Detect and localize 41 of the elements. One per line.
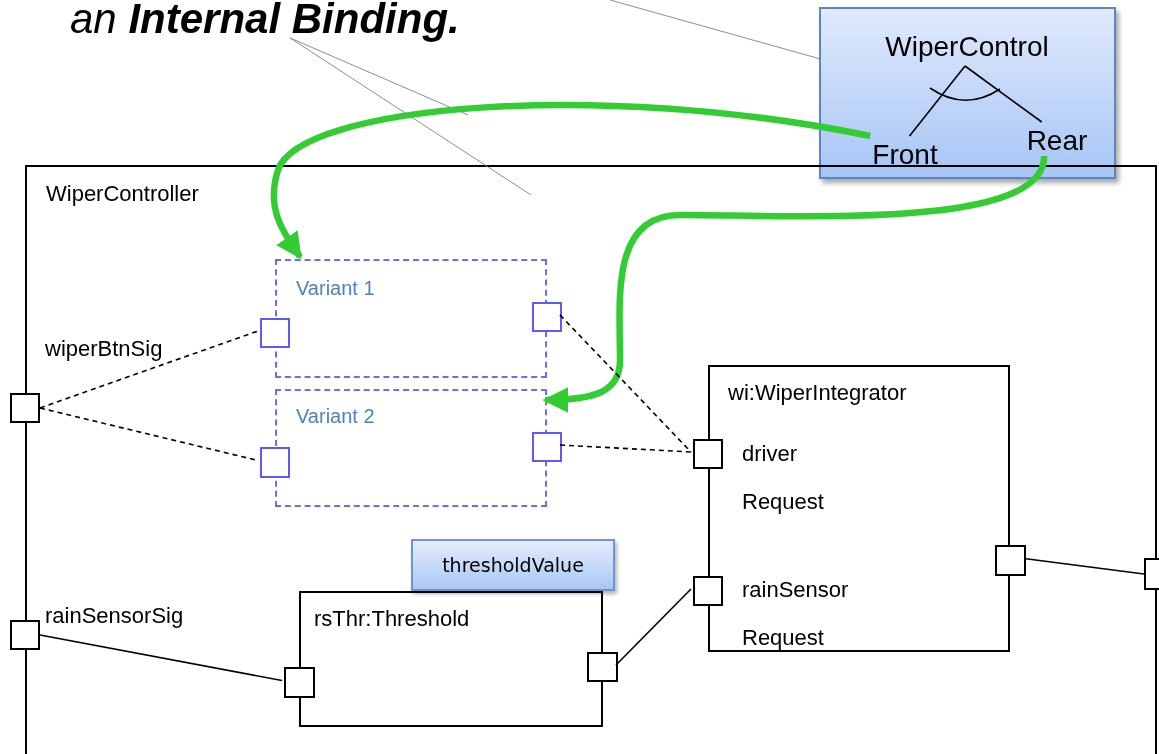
connector-line [615, 588, 692, 666]
box-title: WiperController [46, 181, 199, 207]
port-square [10, 393, 40, 423]
port-square [532, 432, 562, 462]
connector-line [1023, 557, 1145, 575]
port-label: rainSensorSig [45, 603, 184, 629]
port-square [587, 652, 618, 682]
leader-line [609, 0, 820, 60]
port-square [693, 576, 723, 606]
connector-line [964, 65, 1043, 123]
feature-label: WiperControl [870, 30, 1064, 68]
port-label: rainSensor Request [742, 576, 850, 652]
box-title: wi:WiperIntegrator [728, 380, 907, 406]
component-box [299, 591, 603, 727]
port-square [995, 545, 1026, 576]
feature-label: Rear [1018, 124, 1096, 158]
box-title: Variant 1 [296, 276, 375, 301]
port-square [532, 302, 562, 332]
feature-box [819, 7, 1116, 179]
port-square [284, 667, 315, 698]
title-text: an Internal Binding. [70, 0, 461, 44]
parameter-tag: thresholdValue [411, 539, 615, 591]
leader-line [289, 37, 469, 116]
dashed-connector [559, 444, 692, 453]
arrow [270, 102, 871, 260]
connector-line [908, 65, 966, 137]
port-label: wiperBtnSig [45, 336, 163, 362]
port-square [260, 447, 290, 478]
component-box [25, 165, 1157, 754]
dashed-connector [559, 314, 692, 453]
port-square [10, 620, 40, 650]
port-square [693, 439, 723, 469]
port-square [260, 318, 290, 348]
component-box [708, 365, 1010, 652]
box-title: Variant 2 [296, 404, 375, 429]
dashed-connector [39, 330, 259, 409]
leader-line [289, 37, 532, 196]
connector-line [39, 634, 283, 682]
port-label: driver Request [742, 440, 825, 516]
box-title: rsThr:Threshold [314, 606, 470, 632]
feature-label: Front [864, 138, 946, 172]
